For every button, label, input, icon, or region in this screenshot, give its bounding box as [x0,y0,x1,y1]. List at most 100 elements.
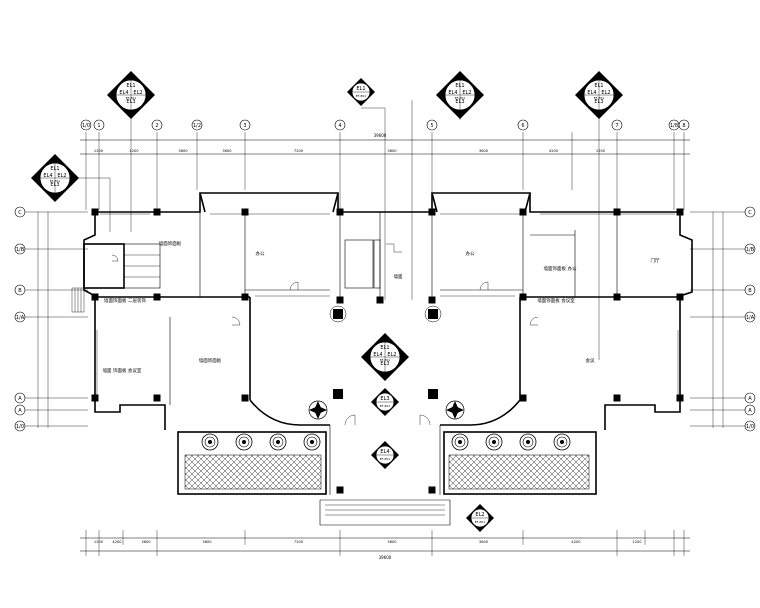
shrub [235,433,253,451]
axis-label: C [18,210,22,216]
elevation-code: EL2 [387,352,396,358]
axis-bubble-top: 7 [611,119,623,131]
window-lines [96,213,679,395]
column [676,208,684,216]
potted-plant-right [445,400,465,420]
bottom-dimension-chain: 39600 [80,530,690,560]
column [153,394,161,402]
dimension-value: 4200 [549,149,559,153]
room-label: 墙面 饰面板 会议室 [103,367,142,374]
axis-label: 3 [243,123,246,129]
sheet-ref: EF-E01 [356,94,367,98]
column [676,293,684,301]
sheet-ref: EF-E01 [475,520,486,524]
axis-bubble-side: 1/A [14,311,26,323]
side-entrance-steps [71,287,85,313]
room-label: 墙面饰面板 办公 [544,265,577,272]
shrub [553,433,571,451]
axis-label: 1 [97,123,100,129]
left-dimension-lines [37,211,88,428]
column [613,293,621,301]
dimension-value: 7200 [294,149,304,153]
elevation-code: EL3 [455,99,464,105]
elevation-code: EL2 [57,173,66,179]
axis-label: 8 [682,123,685,129]
column [336,486,344,494]
elevation-code: EL3 [126,99,135,105]
axis-bubble-top: 2 [151,119,163,131]
axis-bubble-top: 1/0 [80,119,92,131]
axis-bubble-side: B [14,284,26,296]
axis-label: B [18,288,22,294]
shrub [201,433,219,451]
sheet-ref: EF-E01 [455,96,466,100]
axis-label: B [748,288,752,294]
planter-right [443,431,597,495]
shrub [269,433,287,451]
elevation-code: EL1 [126,83,135,89]
dimension-value: 7200 [294,540,304,544]
axis-bubble-side: C [14,206,26,218]
axis-label: 5 [430,123,433,129]
planter-left [177,431,327,495]
axis-label: 1/A [746,315,755,321]
column [153,208,161,216]
axis-bubble-top: 1/2 [191,119,203,131]
column [91,394,99,402]
axis-bubble-side: B [744,284,756,296]
column [336,296,344,304]
room-label: 墙面饰面板 [199,357,222,364]
axis-label: 4 [338,123,341,129]
column [91,293,99,301]
axis-bubble-side: A [744,392,756,404]
overall-dimension-top: 39600 [374,133,387,138]
elevation-code: EL1 [594,83,603,89]
column [241,394,249,402]
elevation-code: EL4 [373,352,382,358]
column [613,394,621,402]
elevation-code: EL2 [133,90,142,96]
room-label: 墙面饰面板 会议室 [537,297,575,304]
shrub [303,433,321,451]
dimension-value: 4200 [112,540,122,544]
elevation-code: EL2 [462,90,471,96]
shrub [485,433,503,451]
room-label: 办公 [256,250,265,257]
room-label: 会议 [586,357,595,364]
dimension-value: 1200 [632,540,642,544]
room-label: 门厅 [651,257,660,264]
lobby-columns [329,305,442,399]
column [241,293,249,301]
column [336,208,344,216]
dimension-value: 3600 [387,149,397,153]
sheet-ref: EF-E01 [126,96,137,100]
axis-label: 2 [155,123,158,129]
axis-label: 1/8 [670,123,678,129]
elevation-code: EL1 [50,166,59,172]
dimension-value: 3600 [141,540,151,544]
elevation-code: EL4 [587,90,596,96]
sheet-ref: EF-E01 [380,358,391,362]
axis-bubble-side: C [744,206,756,218]
column [153,293,161,301]
axis-bubble-side: 1/A [744,311,756,323]
axis-bubble-side: A [744,404,756,416]
axis-label: 1/0 [746,424,754,430]
room-label: 墙面饰面板 二层装饰 [104,297,146,304]
dimension-value: 3600 [479,149,489,153]
dimension-value: 3600 [479,540,489,544]
potted-plant-left [308,400,328,420]
sheet-ref: EF-E01 [380,404,391,408]
shrub [451,433,469,451]
column [613,208,621,216]
dimension-value: 1200 [596,149,606,153]
structural-columns [91,208,684,494]
axis-label: A [18,396,22,402]
shrub [519,433,537,451]
